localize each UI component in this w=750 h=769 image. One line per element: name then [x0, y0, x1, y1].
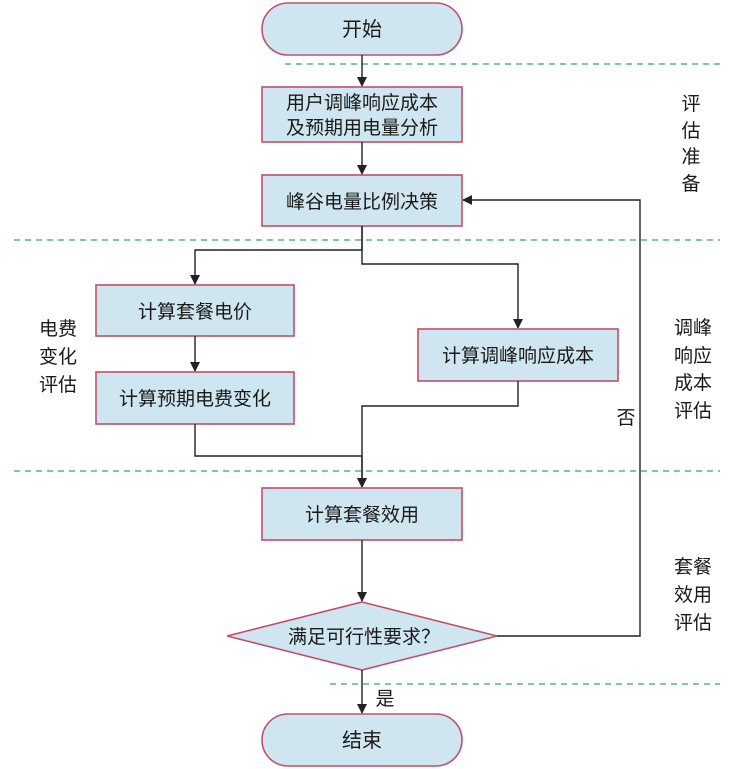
utility-label: 计算套餐效用: [305, 504, 419, 526]
stage-peak-line: 评估: [674, 400, 712, 422]
stage-peak-line: 响应: [674, 345, 712, 367]
arrow-no-loop-back: [462, 195, 641, 637]
response-cost-box: [417, 328, 619, 382]
stage-label-prep: 评 估 准 备: [681, 93, 700, 195]
stage-label-peak: 调峰 响应 成本 评估: [674, 317, 712, 422]
stage-package-line: 评估: [674, 612, 712, 634]
stage-prep-char: 备: [681, 173, 700, 195]
end-node: [261, 713, 463, 767]
stage-prep-char: 估: [681, 120, 700, 142]
no-label: 否: [616, 407, 635, 429]
feasibility-label: 满足可行性要求？: [288, 626, 440, 648]
stage-label-bill: 电费 变化 评估: [39, 318, 77, 396]
bill-change-label: 计算预期电费变化: [119, 388, 271, 410]
stage-peak-line: 调峰: [674, 317, 712, 339]
package-price-label: 计算套餐电价: [138, 301, 252, 323]
stage-package-line: 效用: [674, 584, 712, 606]
ratio-decision-box: [261, 174, 463, 227]
yes-label: 是: [375, 688, 394, 710]
bill-change-box: [95, 371, 295, 425]
stage-bill-line: 评估: [39, 374, 77, 396]
analysis-label-line1: 用户调峰响应成本: [286, 92, 438, 114]
stage-peak-line: 成本: [674, 372, 712, 394]
end-label: 结束: [342, 728, 382, 752]
stage-package-line: 套餐: [674, 556, 712, 578]
arrow-bill-to-utility: [194, 424, 367, 488]
stage-prep-char: 准: [681, 146, 700, 168]
response-cost-label: 计算调峰响应成本: [442, 345, 594, 367]
analysis-box: [261, 86, 463, 143]
package-price-box: [95, 284, 295, 337]
ratio-decision-label: 峰谷电量比例决策: [286, 191, 438, 213]
stage-bill-line: 电费: [39, 318, 77, 340]
arrow-ratio-to-cost: [361, 226, 523, 329]
stage-bill-line: 变化: [39, 346, 77, 368]
arrow-cost-to-utility: [357, 381, 519, 488]
start-label: 开始: [342, 17, 382, 41]
stage-prep-char: 评: [681, 93, 700, 115]
arrow-ratio-to-price: [190, 226, 363, 285]
stage-label-package: 套餐 效用 评估: [674, 556, 712, 634]
analysis-label-line2: 及预期用电量分析: [286, 117, 438, 139]
